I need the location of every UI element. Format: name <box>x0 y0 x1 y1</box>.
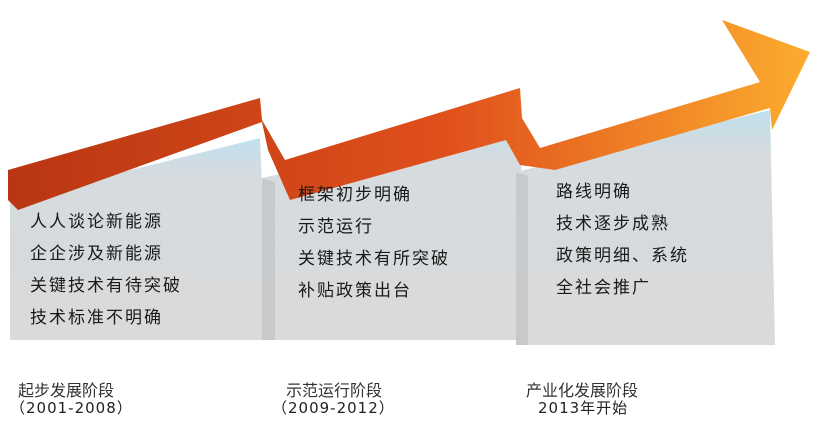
stage-1-period: （2001-2008） <box>10 399 133 417</box>
panel-step-shadow-2 <box>516 172 528 345</box>
stage-3-item: 路线明确 <box>556 182 632 202</box>
stage-panel-3 <box>516 110 775 345</box>
stage-1-item: 人人谈论新能源 <box>30 212 163 232</box>
stage-2-item: 关键技术有所突破 <box>298 249 450 269</box>
stage-3-name: 产业化发展阶段 <box>526 381 639 400</box>
panel-step-shadow-1 <box>262 178 275 340</box>
stage-1-item: 关键技术有待突破 <box>30 276 182 296</box>
stage-1-item: 技术标准不明确 <box>30 308 163 328</box>
stage-1-item: 企企涉及新能源 <box>30 244 163 264</box>
stage-3-item: 全社会推广 <box>556 278 651 298</box>
stage-2-period: （2009-2012） <box>272 399 395 417</box>
stage-1-name: 起步发展阶段 <box>18 381 115 400</box>
stage-3-item: 政策明细、系统 <box>556 246 689 266</box>
stage-3-period: 2013年开始 <box>538 399 629 417</box>
stage-3-item: 技术逐步成熟 <box>556 214 670 234</box>
stage-2-name: 示范运行阶段 <box>286 381 383 400</box>
stage-2-item: 补贴政策出台 <box>298 281 412 301</box>
stage-2-item: 示范运行 <box>298 217 374 237</box>
stage-2-item: 框架初步明确 <box>298 185 412 205</box>
